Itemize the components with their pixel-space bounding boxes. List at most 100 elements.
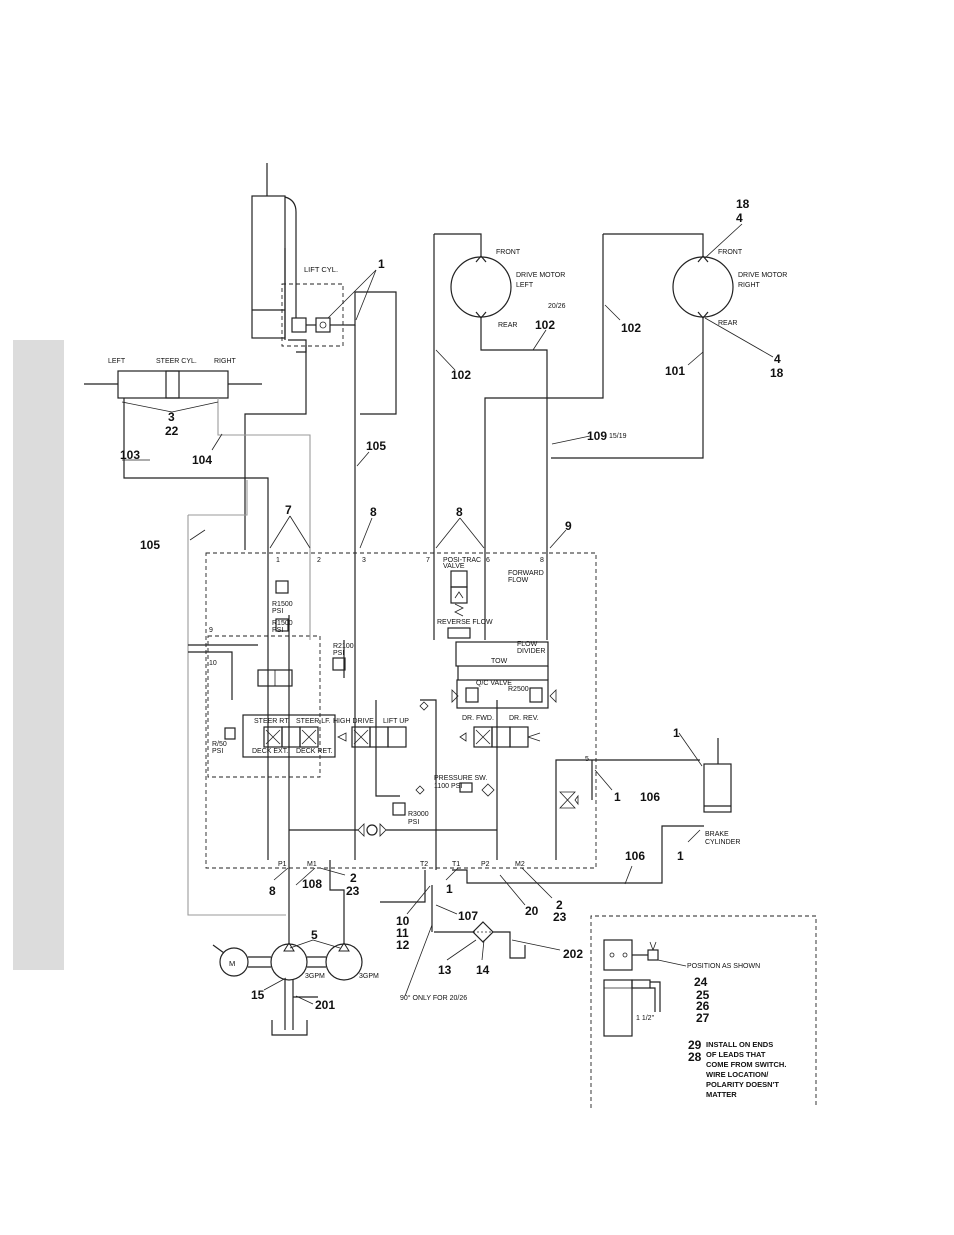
callout-2a: 2: [350, 871, 357, 885]
tow-label: TOW: [491, 658, 508, 665]
port-3: 3: [362, 557, 366, 564]
install-note-3: COME FROM SWITCH.: [706, 1060, 786, 1069]
port-6: 6: [486, 557, 490, 564]
callout-11: 11: [396, 926, 409, 940]
callouts: 1 3 22 103 104 105 105 7 8 8 9 102 102 1…: [120, 197, 784, 1012]
install-note-1: INSTALL ON ENDS: [706, 1040, 773, 1049]
callout-24: 24: [694, 975, 708, 989]
steer-cylinder: LEFT STEER CYL. RIGHT: [84, 358, 262, 399]
callout-104: 104: [192, 453, 212, 467]
forward-flow-1: FORWARD: [508, 570, 544, 577]
callout-1-brake-c: 1: [677, 849, 684, 863]
callout-18b: 18: [770, 366, 784, 380]
side-tab: [13, 340, 64, 970]
callout-101: 101: [665, 364, 685, 378]
callout-106a: 106: [640, 790, 660, 804]
r2100-2: PSI: [333, 650, 344, 657]
right-rear-label: REAR: [718, 320, 737, 327]
callout-103: 103: [120, 448, 140, 462]
right-motor-label-1: DRIVE MOTOR: [738, 272, 787, 279]
callout-8a: 8: [370, 505, 377, 519]
callout-201: 201: [315, 998, 335, 1012]
drive-motor-right: FRONT DRIVE MOTOR RIGHT REAR: [672, 249, 787, 327]
r2500-label: R2500: [508, 686, 529, 693]
right-motor-label-2: RIGHT: [738, 282, 761, 289]
steer-lf-label: STEER LF.: [296, 718, 331, 725]
port-t2: T2: [420, 861, 428, 868]
r1500a-2: PSI: [272, 608, 283, 615]
install-note-5: POLARITY DOESN'T: [706, 1080, 779, 1089]
brake-label-1: BRAKE: [705, 831, 729, 838]
callout-13: 13: [438, 963, 452, 977]
pressure-sw-2: 1100 PSI: [434, 783, 462, 790]
lift-cylinder: LIFT CYL.: [251, 163, 346, 353]
callout-106b: 106: [625, 849, 645, 863]
flow-divider-1: FLOW: [517, 641, 538, 648]
callout-109: 109: [587, 429, 607, 443]
posi-trac-1: POSI-TRAC: [443, 557, 481, 564]
left-rear-label: REAR: [498, 322, 517, 329]
dr-rev-label: DR. REV.: [509, 715, 539, 722]
callout-7: 7: [285, 503, 292, 517]
r750-label-2: PSI: [212, 748, 223, 755]
model-2026-label: 20/26: [548, 303, 566, 310]
callout-22: 22: [165, 424, 179, 438]
leader-lines: [121, 223, 774, 1005]
callout-1-t: 1: [446, 882, 453, 896]
callout-107: 107: [458, 909, 478, 923]
steer-rt-label: STEER RT.: [254, 718, 290, 725]
deck-ext-label: DECK EXT.: [252, 748, 288, 755]
port-m1: M1: [307, 861, 317, 868]
lift-cyl-label: LIFT CYL.: [304, 265, 338, 274]
return-filter: 90° ONLY FOR 20/26: [400, 921, 526, 1002]
callout-20: 20: [525, 904, 539, 918]
inch-label: 1 1/2": [636, 1015, 655, 1022]
flow-divider-2: DIVIDER: [517, 648, 545, 655]
port-8: 8: [540, 557, 544, 564]
callout-12: 12: [396, 938, 410, 952]
callout-18a: 18: [736, 197, 750, 211]
high-drive-label: HIGH DRIVE: [333, 718, 374, 725]
steer-cyl-label: STEER CYL.: [156, 358, 197, 365]
note-90: 90° ONLY FOR 20/26: [400, 994, 467, 1002]
port-p2: P2: [481, 861, 490, 868]
callout-102a: 102: [451, 368, 471, 382]
callout-202: 202: [563, 947, 583, 961]
callout-27: 27: [696, 1011, 710, 1025]
model-1519-label: 15/19: [609, 433, 627, 440]
r2100-1: R2100: [333, 643, 354, 650]
port-m2: M2: [515, 861, 525, 868]
port-7: 7: [426, 557, 430, 564]
brake-label-2: CYLINDER: [705, 839, 740, 846]
pump2-gpm: 3GPM: [359, 973, 379, 980]
left-front-label: FRONT: [496, 249, 521, 256]
valve-manifold: 1 2 3 7 6 8 9 10 5 P1 M1 T2 T1 P2 M2 FOR…: [205, 552, 597, 869]
left-motor-label-1: DRIVE MOTOR: [516, 272, 565, 279]
brake-cylinder: BRAKE CYLINDER: [559, 738, 740, 846]
callout-105b: 105: [140, 538, 160, 552]
port-2: 2: [317, 557, 321, 564]
callout-4b: 4: [774, 352, 781, 366]
r1500b-1: R1500: [272, 620, 293, 627]
r1500b-2: PSI: [272, 627, 283, 634]
motor-symbol: M: [229, 959, 235, 968]
steer-right-label: RIGHT: [214, 358, 237, 365]
reverse-flow-label: REVERSE FLOW: [437, 619, 493, 626]
install-note-6: MATTER: [706, 1090, 737, 1099]
install-note-2: OF LEADS THAT: [706, 1050, 766, 1059]
r1500a-1: R1500: [272, 601, 293, 608]
left-motor-label-2: LEFT: [516, 282, 534, 289]
callout-4a: 4: [736, 211, 743, 225]
port-10: 10: [209, 660, 217, 667]
pump1-gpm: 3GPM: [305, 973, 325, 980]
steer-left-label: LEFT: [108, 358, 126, 365]
callout-1-brake-a: 1: [673, 726, 680, 740]
callout-102b: 102: [535, 318, 555, 332]
callout-1-brake-b: 1: [614, 790, 621, 804]
hydraulic-lines: [123, 233, 704, 944]
callout-2b: 2: [556, 898, 563, 912]
forward-flow-2: FLOW: [508, 577, 529, 584]
callout-105a: 105: [366, 439, 386, 453]
qc-valve-label: Q/C VALVE: [476, 680, 512, 687]
